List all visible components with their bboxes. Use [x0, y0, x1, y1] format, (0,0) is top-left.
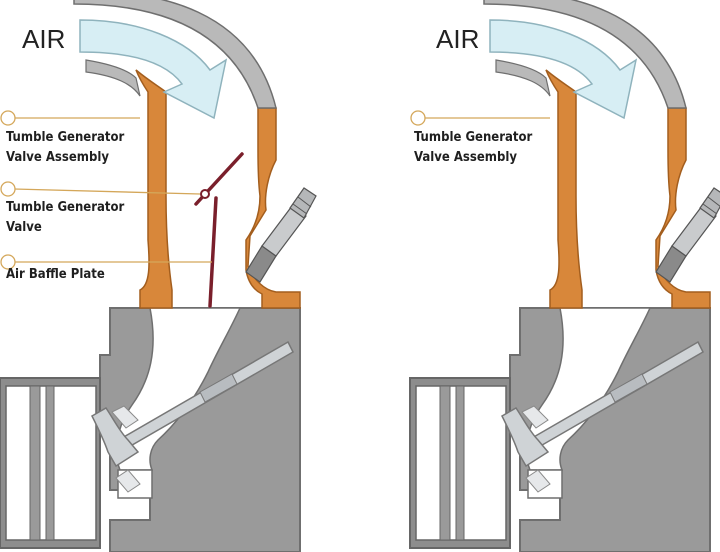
- callout-left-1-line1: Tumble Generator: [6, 130, 125, 145]
- callout-marker-right-1: [410, 110, 426, 126]
- tumble-valve-pivot: [200, 189, 210, 199]
- callout-left-3-line1: Air Baffle Plate: [6, 267, 105, 282]
- callout-right-1-line2: Valve Assembly: [414, 150, 517, 165]
- callout-left-2-line1: Tumble Generator: [6, 200, 125, 215]
- callout-left-2-line2: Valve: [6, 220, 42, 235]
- air-baffle-plate: [208, 196, 218, 308]
- callout-marker-2: [0, 181, 16, 197]
- right-engine-section: [409, 0, 720, 552]
- callout-marker-3: [0, 254, 16, 270]
- air-label-left: AIR: [22, 24, 65, 54]
- right-panel: AIR Tumble Generator Valve Assembly: [409, 0, 720, 552]
- left-panel: AIR Tumble Generator Valve Assembly Tumb…: [0, 0, 317, 552]
- callout-right-1-line1: Tumble Generator: [414, 130, 533, 145]
- left-leaders: [13, 117, 212, 263]
- callout-marker-1: [0, 110, 16, 126]
- air-label-right: AIR: [436, 24, 479, 54]
- callout-left-1-line2: Valve Assembly: [6, 150, 109, 165]
